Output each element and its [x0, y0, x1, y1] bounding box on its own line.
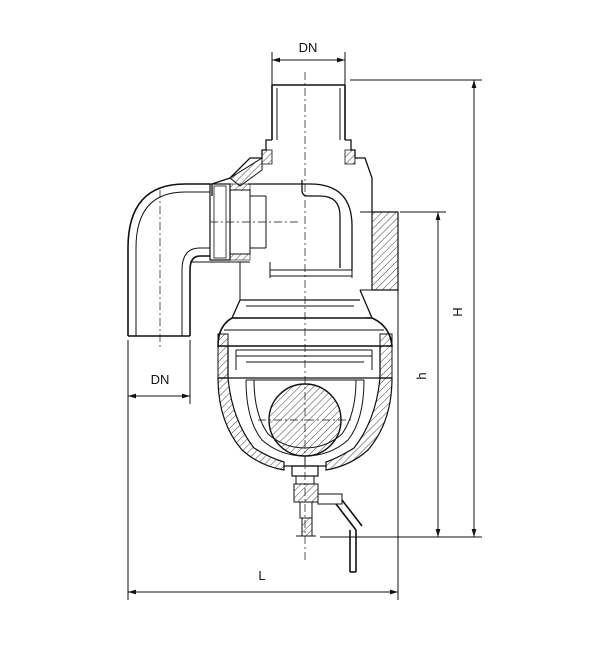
body-height-label: h	[414, 372, 429, 379]
top-dn-label: DN	[299, 40, 318, 55]
length-label: L	[258, 568, 265, 583]
drain-valve	[291, 465, 343, 537]
side-outlet-elbow	[127, 183, 267, 337]
drain-handle	[335, 499, 363, 573]
total-height-label: H	[450, 307, 465, 316]
dimension-length: L	[127, 290, 399, 600]
upper-housing-hatch	[229, 157, 263, 187]
dimension-body-height: h	[400, 211, 446, 537]
side-dn-label: DN	[151, 372, 170, 387]
dimension-total-height: H	[320, 79, 482, 538]
dimension-side-dn: DN	[127, 340, 191, 404]
inner-elbow-pipe	[248, 180, 353, 278]
top-inlet-pipe	[229, 84, 373, 212]
side-boss-hatch	[371, 211, 399, 291]
dimension-top-dn: DN	[271, 40, 346, 85]
valve-body	[127, 72, 399, 573]
